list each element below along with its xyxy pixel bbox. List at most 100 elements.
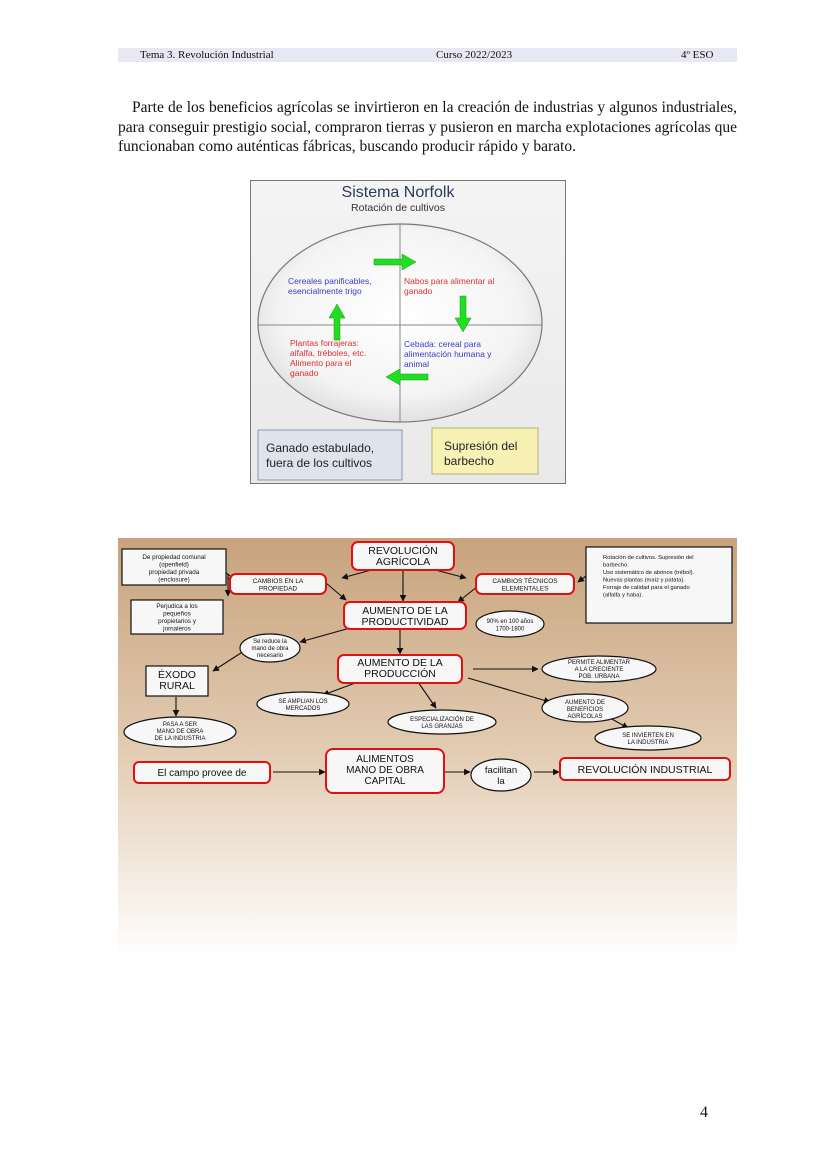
oval-beneficios-text: AGRÍCOLAS xyxy=(567,713,602,720)
box-ganado-estabulado xyxy=(257,429,403,481)
node-alimentos-text: CAPITAL xyxy=(365,776,406,787)
oval-facilitan xyxy=(470,758,532,792)
arrow-right-icon xyxy=(373,253,417,271)
oval-se-amplian-text: MERCADOS xyxy=(286,706,321,712)
box-perjudica-text: pequeños xyxy=(163,611,191,618)
oval-se-invierten-text: LA INDUSTRIA xyxy=(627,740,668,746)
oval-porcentaje-text: 1700-1800 xyxy=(496,627,525,633)
oval-se-invierten xyxy=(594,725,702,751)
box-propiedad-text: (enclosure) xyxy=(158,577,190,584)
arrow-down-icon xyxy=(454,295,472,333)
box-tecnicos-text: Forraje de calidad para el ganado xyxy=(603,585,690,591)
node-aumento-productividad-text: AUMENTO DE LA xyxy=(362,605,448,617)
box-exodo-rural xyxy=(145,665,209,697)
quadrant-forrajeras-text: Plantas forrajeras: xyxy=(290,338,359,348)
node-aumento-produccion xyxy=(337,654,463,684)
intro-paragraph: Parte de los beneficios agrícolas se inv… xyxy=(118,99,737,155)
node-aumento-produccion-text: AUMENTO DE LA xyxy=(357,657,443,669)
quadrant-forrajeras: Plantas forrajeras:alfalfa, tréboles, et… xyxy=(290,338,366,378)
oval-especializacion xyxy=(387,709,497,735)
norfolk-system-diagram: Sistema Norfolk Rotación de cultivos Cer… xyxy=(250,180,566,484)
box-perjudica-text: propietarios y xyxy=(158,618,197,625)
box-supresion-line: barbecho xyxy=(444,454,494,468)
oval-porcentaje xyxy=(475,610,545,638)
quadrant-cereales-text: esencialmente trigo xyxy=(288,286,362,296)
oval-permite-text: A LA CRECIENTE xyxy=(575,667,624,673)
quadrant-cereales-text: Cereales panificables, xyxy=(288,276,372,286)
box-tecnicos-text: Uso sistemático de abonos (trébol). xyxy=(603,570,695,576)
quadrant-cebada-text: alimentación humana y xyxy=(404,349,492,359)
node-cambios-tecnicos-text: ELEMENTALES xyxy=(502,586,550,593)
oval-especializacion-text: ESPECIALIZACIÓN DE xyxy=(410,716,474,723)
quadrant-cebada-text: Cebada: cereal para xyxy=(404,339,481,349)
oval-reduce-mano-obra xyxy=(239,633,301,663)
node-alimentos-text: ALIMENTOS xyxy=(356,754,414,765)
node-cambios-propiedad-text: CAMBIOS EN LA xyxy=(253,578,304,585)
box-ganado-line: Ganado estabulado, xyxy=(266,441,374,455)
node-cambios-tecnicos-text: CAMBIOS TÉCNICOS xyxy=(492,576,558,585)
quadrant-forrajeras-text: alfalfa, tréboles, etc. xyxy=(290,348,366,358)
box-cambios-tecnicos-detalle xyxy=(585,546,733,624)
oval-reduce-mano-text: Se reduce la xyxy=(253,639,287,645)
quadrant-nabos-text: Nabos para alimentar al xyxy=(404,276,494,286)
box-tecnicos-text: Nuevas plantas (maíz y patata). xyxy=(603,578,685,584)
norfolk-title: Sistema Norfolk xyxy=(342,184,456,201)
oval-beneficios-text: AUMENTO DE xyxy=(565,700,605,706)
oval-se-invierten-text: SE INVIERTEN EN xyxy=(622,733,674,739)
node-cambios-propiedad xyxy=(229,573,327,595)
node-revolucion-agricola-text: AGRÍCOLA xyxy=(376,555,430,568)
header-level: 4º ESO xyxy=(681,49,714,61)
node-aumento-produccion-text: PRODUCCIÓN xyxy=(364,667,436,680)
quadrant-cebada-text: animal xyxy=(404,359,429,369)
node-revolucion-industrial xyxy=(559,757,731,781)
box-propiedad-comunal xyxy=(121,548,227,586)
box-tecnicos-text: barbecho. xyxy=(603,563,629,569)
box-tecnicos-text: (alfalfa y haba). xyxy=(603,593,643,599)
oval-pasa-ser-text: DE LA INDUSTRIA xyxy=(154,736,205,742)
box-propiedad-text: propiedad privada xyxy=(149,569,200,576)
box-perjudica xyxy=(130,599,224,635)
arrow-left-icon xyxy=(385,368,429,386)
quadrant-cereales: Cereales panificables,esencialmente trig… xyxy=(288,276,372,296)
quadrant-nabos-text: ganado xyxy=(404,286,433,296)
oval-beneficios-text: BENEFICIOS xyxy=(567,707,603,713)
oval-permite-alimentar xyxy=(541,655,657,683)
box-ganado-text: Ganado estabulado,fuera de los cultivos xyxy=(266,441,374,470)
arrow-up-icon xyxy=(328,303,346,341)
oval-permite-text: PERMITE ALIMENTAR xyxy=(568,660,631,666)
box-tecnicos-text: Rotación de cultivos. Supresión del xyxy=(603,555,694,561)
node-campo-provee-text: El campo provee de xyxy=(158,768,247,779)
node-cambios-tecnicos xyxy=(475,573,575,595)
box-ganado-line: fuera de los cultivos xyxy=(266,456,372,470)
oval-especializacion-text: LAS GRANJAS xyxy=(421,724,462,730)
oval-se-amplian xyxy=(256,691,350,717)
node-campo-provee xyxy=(133,761,271,784)
oval-facilitan-text: la xyxy=(497,776,505,787)
oval-reduce-mano-text: mano de obra xyxy=(251,646,289,652)
box-propiedad-text: (openfield) xyxy=(159,562,189,569)
node-aumento-productividad-text: PRODUCTIVIDAD xyxy=(362,616,449,628)
box-perjudica-text: jornaleros xyxy=(162,626,191,633)
oval-permite-text: POB. URBANA xyxy=(578,674,619,680)
oval-aumento-beneficios xyxy=(541,693,629,723)
node-cambios-propiedad-text: PROPIEDAD xyxy=(259,586,298,593)
oval-reduce-mano-text: necesario xyxy=(257,653,284,659)
oval-pasa-ser-text: MANO DE OBRA xyxy=(157,729,204,735)
oval-facilitan-text: facilitan xyxy=(485,765,517,776)
oval-pasa-ser-text: PASA A SER xyxy=(163,722,198,728)
node-revolucion-agricola xyxy=(351,541,455,571)
norfolk-subtitle: Rotación de cultivos xyxy=(351,202,445,214)
node-revolucion-agricola-text: REVOLUCIÓN xyxy=(368,544,437,557)
node-alimentos-text: MANO DE OBRA xyxy=(346,765,424,776)
box-supresion-barbecho xyxy=(431,427,539,475)
quadrant-forrajeras-text: Alimento para el xyxy=(290,358,352,368)
box-exodo-text: ÉXODO xyxy=(158,668,196,681)
page-number: 4 xyxy=(700,1104,708,1121)
box-exodo-text: RURAL xyxy=(159,680,195,692)
node-alimentos xyxy=(325,748,445,794)
node-revolucion-industrial-text: REVOLUCIÓN INDUSTRIAL xyxy=(578,763,713,776)
